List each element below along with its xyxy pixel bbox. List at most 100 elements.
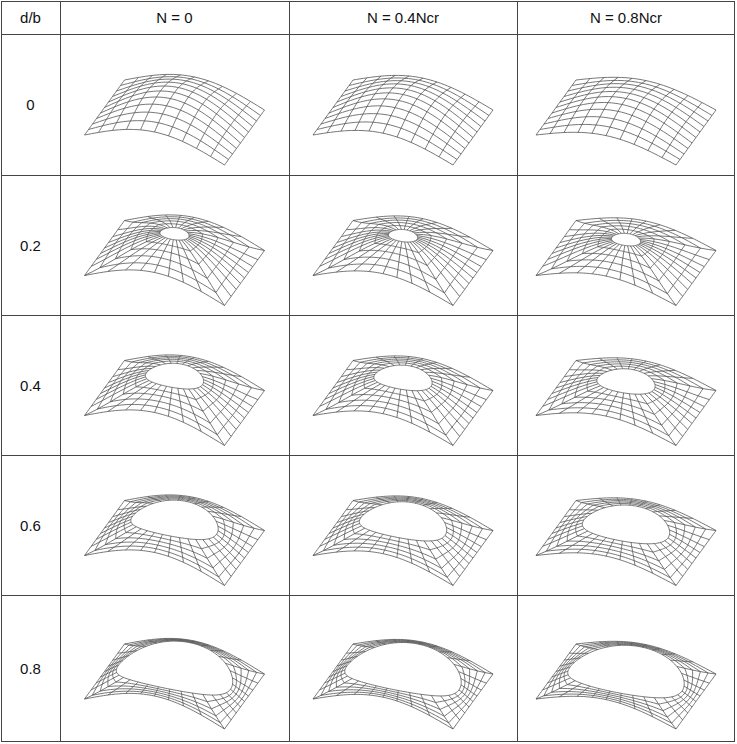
mesh-line (557, 501, 696, 570)
mesh-line (446, 527, 481, 546)
mesh-line (394, 639, 396, 642)
column-header: d/b (2, 2, 59, 33)
mesh-line (353, 644, 375, 647)
mesh-line (548, 526, 583, 539)
mesh-line (313, 216, 493, 306)
mesh-line (197, 93, 237, 148)
mesh-line (191, 641, 195, 643)
mesh-line (536, 681, 575, 699)
mesh-line (646, 505, 660, 509)
mesh-line (212, 695, 231, 720)
mesh-line (313, 639, 493, 729)
mesh-line (383, 536, 391, 554)
mesh-line (631, 642, 632, 645)
mesh-line (202, 507, 224, 508)
mesh-line (569, 370, 607, 372)
mesh-line (85, 677, 124, 699)
mesh-line (353, 75, 493, 110)
mesh-line (567, 502, 685, 561)
mesh-line (320, 526, 362, 546)
mesh-line (218, 526, 253, 546)
mesh-line (354, 683, 367, 694)
mesh-line (211, 101, 251, 156)
plate-mesh (313, 639, 493, 729)
mesh-line (101, 375, 146, 394)
mesh-line (641, 242, 700, 273)
mesh-line (193, 367, 224, 369)
mesh-line (645, 394, 683, 437)
mesh-line (548, 382, 597, 400)
column-line (289, 2, 290, 742)
mesh-line (376, 641, 385, 645)
mesh-line (376, 357, 394, 366)
mesh-line (620, 693, 621, 703)
mesh-line (416, 362, 437, 367)
mesh-line (187, 232, 264, 250)
mesh-line (176, 215, 181, 227)
plate-mesh (313, 75, 493, 165)
mesh-line (410, 693, 412, 707)
mesh-line (166, 355, 172, 363)
mesh-line (337, 88, 477, 132)
mesh-line (628, 246, 635, 285)
mesh-line (644, 697, 653, 717)
mesh-line (664, 520, 716, 530)
mesh-line (233, 684, 249, 696)
mesh-line (213, 537, 240, 563)
mesh-line (108, 680, 130, 695)
mesh-line (184, 227, 224, 230)
mesh-line (85, 129, 225, 165)
plate-mesh (536, 641, 716, 729)
mesh-line (125, 501, 154, 504)
mesh-line (426, 390, 465, 430)
mesh-line (668, 525, 710, 539)
mesh-line (436, 513, 469, 517)
mesh-line (556, 667, 570, 671)
mesh-line (432, 381, 481, 406)
mesh-line (423, 502, 437, 505)
mesh-line (560, 92, 700, 132)
mesh-line (168, 536, 171, 556)
mesh-line (421, 694, 430, 715)
mesh-line (639, 244, 692, 283)
row-header: 0 (2, 35, 59, 174)
mesh-line (441, 696, 460, 720)
mesh-line (412, 242, 459, 297)
mesh-line (203, 540, 231, 577)
mesh-line (232, 678, 252, 690)
mesh-line (439, 651, 452, 652)
mesh-line (405, 357, 409, 366)
mesh-line (346, 368, 384, 370)
mesh-line (168, 240, 173, 277)
mesh-line (419, 642, 423, 644)
mesh-line (458, 672, 486, 684)
mesh-line (203, 385, 245, 418)
mesh-line (148, 640, 157, 643)
mesh-line (186, 239, 236, 289)
mesh-line (359, 223, 446, 266)
mesh-line (353, 501, 382, 505)
mesh-line (320, 380, 376, 406)
mesh-line (432, 384, 477, 413)
mesh-line (337, 232, 390, 243)
mesh-line (320, 676, 348, 690)
mesh-line (552, 671, 568, 677)
mesh-line (654, 698, 676, 729)
mesh-line (108, 230, 161, 242)
mesh-line (670, 660, 692, 662)
mesh-line (337, 661, 351, 666)
mesh-line (536, 498, 716, 586)
mesh-line (552, 643, 701, 717)
mesh-line (188, 361, 209, 365)
mesh-line (421, 368, 452, 369)
plate-mesh (85, 495, 265, 586)
mesh-line (653, 510, 675, 512)
mesh-line (394, 216, 401, 230)
mesh-line (336, 681, 358, 696)
mesh-line (681, 673, 709, 683)
mesh-line (369, 534, 383, 551)
mesh-line (89, 121, 229, 160)
mesh-line (569, 653, 588, 654)
mesh-line (91, 379, 147, 407)
